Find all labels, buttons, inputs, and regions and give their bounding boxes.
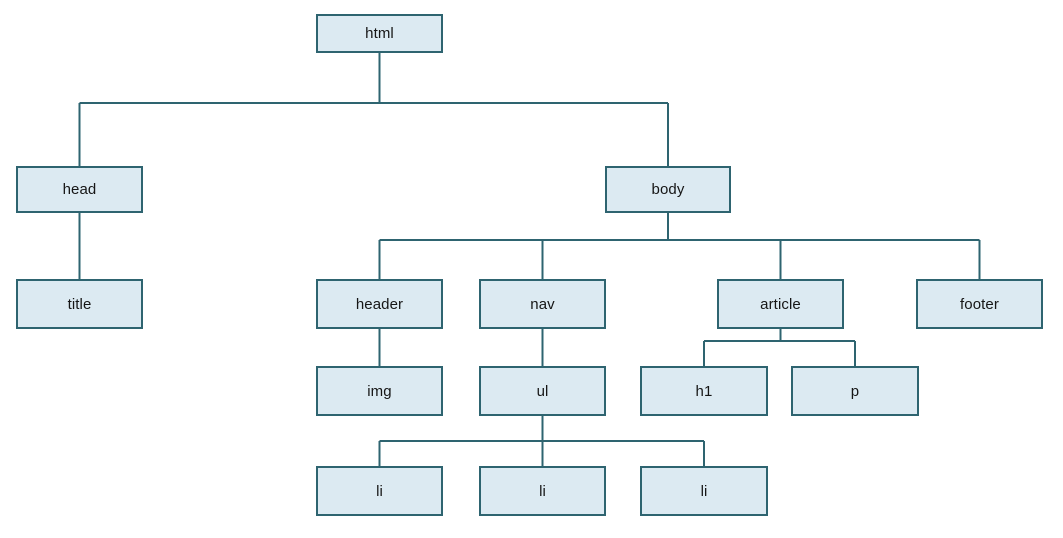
tree-node-li1[interactable]: li xyxy=(316,466,443,516)
tree-node-label: body xyxy=(651,181,685,198)
tree-node-title[interactable]: title xyxy=(16,279,143,329)
tree-node-label: article xyxy=(760,295,801,313)
tree-node-label: header xyxy=(355,295,404,313)
tree-node-label: li xyxy=(700,482,708,500)
tree-node-p[interactable]: p xyxy=(791,366,919,416)
tree-node-label: li xyxy=(376,482,383,500)
tree-node-label: html xyxy=(365,25,394,42)
tree-node-label: h1 xyxy=(695,382,713,400)
tree-node-label: p xyxy=(850,382,860,400)
tree-node-label: img xyxy=(367,382,392,400)
tree-node-nav[interactable]: nav xyxy=(479,279,606,329)
tree-node-footer[interactable]: footer xyxy=(916,279,1043,329)
tree-node-label: head xyxy=(62,181,97,198)
tree-node-label: li xyxy=(539,482,546,500)
tree-node-img[interactable]: img xyxy=(316,366,443,416)
tree-node-label: ul xyxy=(536,382,549,400)
tree-node-ul[interactable]: ul xyxy=(479,366,606,416)
tree-node-html[interactable]: html xyxy=(316,14,443,53)
tree-node-li3[interactable]: li xyxy=(640,466,768,516)
tree-node-header[interactable]: header xyxy=(316,279,443,329)
tree-node-li2[interactable]: li xyxy=(479,466,606,516)
tree-node-body[interactable]: body xyxy=(605,166,731,213)
tree-node-label: title xyxy=(67,295,92,313)
tree-node-head[interactable]: head xyxy=(16,166,143,213)
tree-node-h1[interactable]: h1 xyxy=(640,366,768,416)
tree-node-label: footer xyxy=(960,295,999,313)
tree-node-article[interactable]: article xyxy=(717,279,844,329)
tree-node-label: nav xyxy=(530,295,555,313)
